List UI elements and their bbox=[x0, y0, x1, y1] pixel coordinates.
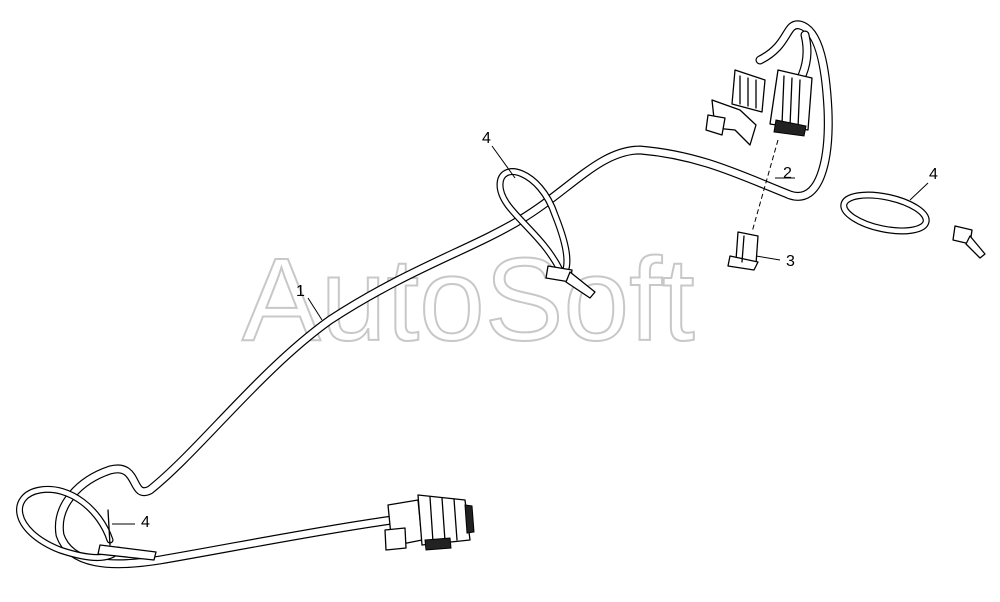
callout-4-lower-left: 4 bbox=[141, 514, 150, 531]
callout-2: 2 bbox=[783, 165, 792, 182]
callout-4-center: 4 bbox=[482, 130, 491, 147]
upper-connector-left bbox=[705, 69, 766, 146]
clip-part-3 bbox=[727, 231, 759, 271]
cable-tie-right bbox=[840, 191, 986, 259]
cable-tie-center bbox=[496, 168, 596, 299]
upper-connector-right bbox=[769, 69, 813, 137]
callout-leaders bbox=[112, 145, 929, 525]
callout-1: 1 bbox=[296, 283, 305, 300]
callout-3: 3 bbox=[786, 253, 795, 270]
callout-4-right: 4 bbox=[929, 166, 938, 183]
watermark-text: AutoSoft bbox=[242, 234, 695, 366]
cable-tie-lower-left bbox=[16, 485, 157, 561]
lower-connector bbox=[384, 494, 475, 551]
